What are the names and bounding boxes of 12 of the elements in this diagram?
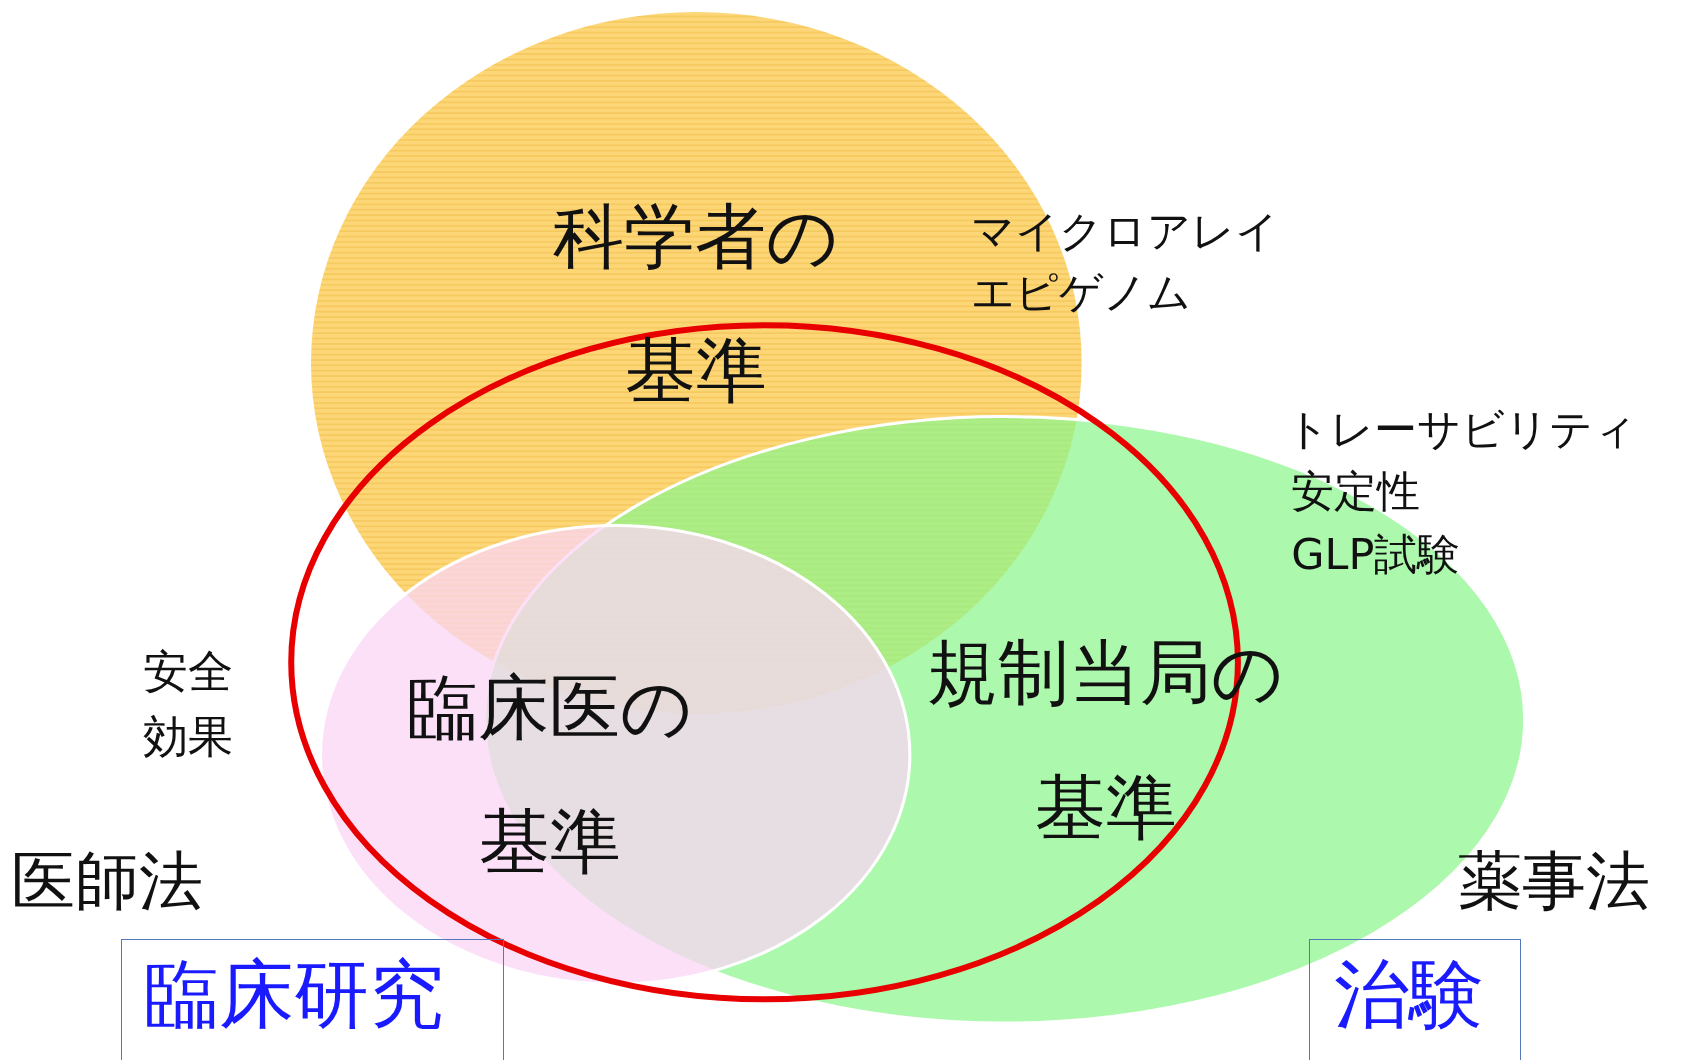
title-box: 臨床研究 (121, 939, 505, 1060)
side-note: マイクロアレイ (971, 207, 1280, 257)
side-note: 安定性 (1291, 466, 1421, 517)
ellipse-heading: 臨床医の基準 (405, 664, 694, 886)
side-note: トレーサビリティ (1285, 404, 1637, 454)
side-note: 安全 (142, 646, 233, 698)
ellipse-heading: 科学者の基準 (551, 193, 840, 415)
side-note: GLP試験 (1291, 530, 1461, 580)
side-note: 効果 (142, 710, 233, 763)
law-label: 薬事法 (1457, 843, 1650, 918)
title-box: 治験 (1309, 939, 1521, 1060)
law-label: 医師法 (10, 843, 203, 918)
